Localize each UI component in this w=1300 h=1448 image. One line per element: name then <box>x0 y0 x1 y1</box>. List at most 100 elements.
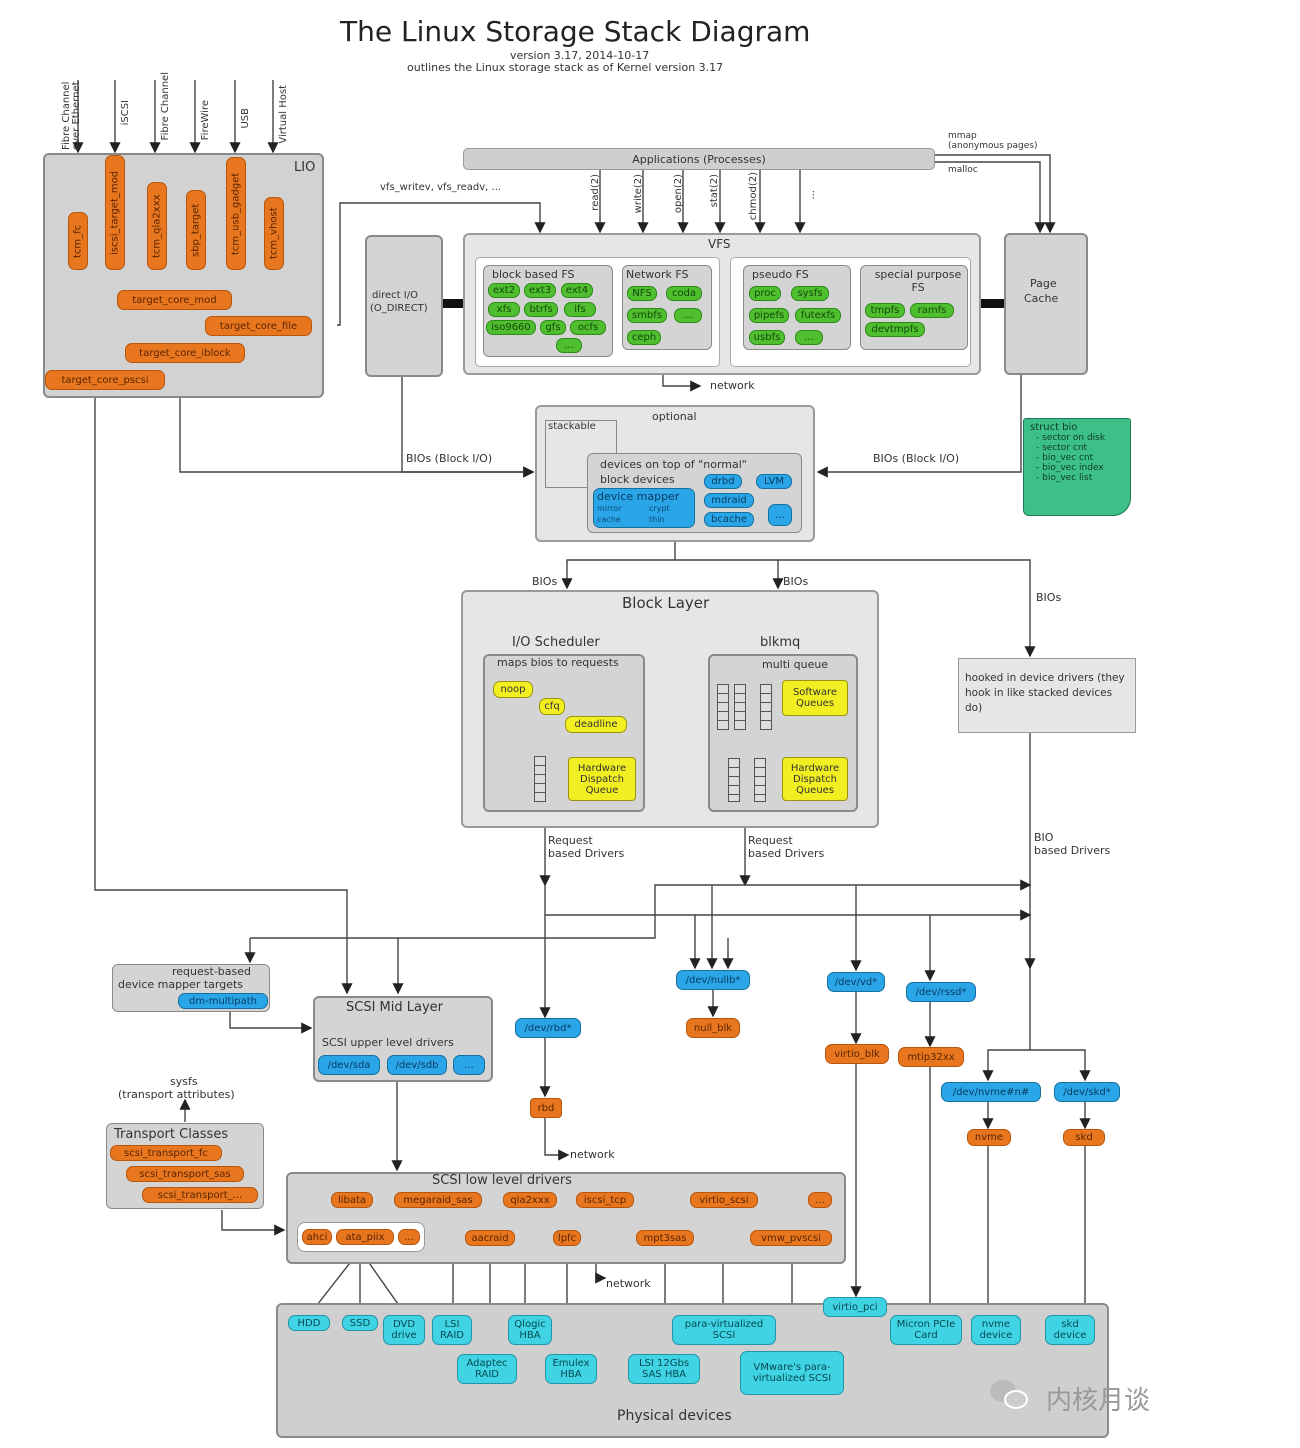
bcache-chip: bcache <box>704 512 754 527</box>
bios-label-3: BIOs <box>1036 591 1062 604</box>
sysfs-attr-label: (transport attributes) <box>118 1088 235 1101</box>
dev-skd-chip: /dev/skd* <box>1054 1082 1120 1102</box>
fs-pipefs: pipefs <box>749 308 789 323</box>
fs-smbfs: smbfs <box>627 308 667 323</box>
dev-nvme-chip: /dev/nvme#n# <box>941 1082 1041 1102</box>
fs-pseudo-more: ... <box>795 330 823 345</box>
fs-nfs: NFS <box>627 286 657 301</box>
fs-ext2: ext2 <box>488 283 520 298</box>
watermark-text: 内核月谈 <box>1046 1386 1151 1416</box>
device-ssd: SSD <box>342 1315 378 1331</box>
stackable-label: stackable <box>548 421 596 432</box>
network-fs-label: Network FS <box>626 268 689 281</box>
struct-bio-note: struct bio - sector on disk - sector cnt… <box>1023 418 1131 516</box>
ata-more-chip: ... <box>398 1229 420 1245</box>
device-lsi-sas-hba: LSI 12Gbs SAS HBA <box>628 1354 700 1384</box>
input-virtual-host-label: Virtual Host <box>278 85 289 144</box>
lio-module-iscsi-target-mod: iscsi_target_mod <box>105 155 125 270</box>
applications-bar: Applications (Processes) <box>463 148 935 170</box>
struct-bio-field: - bio_vec list <box>1036 473 1093 483</box>
input-firewire-label: FireWire <box>200 100 211 141</box>
device-adaptec-raid: Adaptec RAID <box>457 1354 517 1384</box>
lio-module-tcm-vhost: tcm_vhost <box>264 197 284 270</box>
device-mapper-chip: device mapper mirror crypt cache thin <box>593 488 695 528</box>
device-mapper-label: device mapper <box>597 490 680 503</box>
dm-crypt: crypt <box>649 504 670 513</box>
fs-futexfs: futexfs <box>795 308 841 323</box>
bios-block-io-left: BIOs (Block I/O) <box>406 452 493 465</box>
input-fibre-channel-label: Fibre Channel <box>160 72 171 141</box>
dev-sdb-chip: /dev/sdb <box>387 1055 447 1075</box>
diagram-title: The Linux Storage Stack Diagram <box>340 15 811 48</box>
target-core-file: target_core_file <box>205 316 312 336</box>
fs-gfs: gfs <box>540 320 566 335</box>
request-drivers-label: Request <box>548 834 593 847</box>
syscall-open: open(2) <box>673 174 684 214</box>
multi-queue-label: multi queue <box>762 658 829 671</box>
fs-sysfs: sysfs <box>791 286 829 301</box>
target-core-pscsi: target_core_pscsi <box>45 370 165 390</box>
syscall-chmod: chmod(2) <box>748 172 759 221</box>
fs-ifs: ifs <box>564 302 596 317</box>
dev-vd-chip: /dev/vd* <box>827 972 885 992</box>
direct-io-box <box>365 235 443 377</box>
lio-label: LIO <box>294 160 316 175</box>
deadline-chip: deadline <box>565 716 627 733</box>
dm-targets-label-2: device mapper targets <box>118 978 244 991</box>
device-emulex-hba: Emulex HBA <box>545 1354 597 1384</box>
lio-module-tcm-qla2xxx: tcm_qla2xxx <box>147 182 167 270</box>
dev-rbd-chip: /dev/rbd* <box>515 1018 581 1038</box>
fs-iso9660: iso9660 <box>486 320 536 335</box>
dev-sda-chip: /dev/sda <box>318 1055 380 1075</box>
scsi-transport-fc: scsi_transport_fc <box>110 1145 222 1161</box>
scsi-transport-sas: scsi_transport_sas <box>126 1166 244 1182</box>
page-cache-label: Page <box>1030 277 1057 290</box>
fs-ext4: ext4 <box>561 283 593 298</box>
device-vmware-pvscsi: VMware's para-virtualized SCSI <box>740 1351 844 1395</box>
fs-devtmpfs: devtmpfs <box>865 322 925 337</box>
io-scheduler-label: I/O Scheduler <box>512 635 600 650</box>
optional-more-chip: ... <box>768 504 792 526</box>
device-hdd: HDD <box>288 1315 330 1331</box>
block-fs-label: block based FS <box>492 268 575 281</box>
struct-bio-title: struct bio <box>1030 422 1078 433</box>
dm-cache: cache <box>597 515 621 524</box>
lvm-chip: LVM <box>756 474 792 489</box>
dm-targets-label: request-based <box>172 965 251 978</box>
syscall-read: read(2) <box>590 174 601 211</box>
blkmq-label: blkmq <box>760 635 801 650</box>
malloc-label: malloc <box>948 165 978 175</box>
maps-bios-label: maps bios to requests <box>497 656 619 669</box>
device-nvme: nvme device <box>971 1315 1021 1345</box>
target-core-iblock: target_core_iblock <box>125 343 245 363</box>
struct-bio-field: - bio_vec cnt <box>1036 453 1094 463</box>
syscall-stat: stat(2) <box>709 174 720 208</box>
wechat-icon <box>990 1380 1030 1410</box>
ahci-chip: ahci <box>302 1229 332 1245</box>
fs-ext3: ext3 <box>524 283 556 298</box>
scsi-low-level-label: SCSI low level drivers <box>432 1173 572 1188</box>
sw-queue-icon <box>760 684 772 730</box>
fs-ramfs: ramfs <box>910 303 954 318</box>
syscall-more: ... <box>806 190 817 200</box>
request-queue-icon <box>534 756 546 802</box>
scsi-mid-layer-label: SCSI Mid Layer <box>346 1000 444 1015</box>
mtip32xx-chip: mtip32xx <box>898 1047 964 1067</box>
fs-usbfs: usbfs <box>749 330 785 345</box>
block-layer-label: Block Layer <box>622 594 710 612</box>
request-drivers-label-b: Request <box>748 834 793 847</box>
device-para-virt-scsi: para-virtualized SCSI <box>672 1315 776 1345</box>
struct-bio-field: - sector on disk <box>1036 433 1106 443</box>
vmw-pvscsi-chip: vmw_pvscsi <box>750 1230 832 1246</box>
network-label-iscsi: network <box>606 1277 651 1290</box>
optional-label: optional <box>652 410 697 423</box>
stacked-devices-label-2: block devices <box>600 473 675 486</box>
device-dvd: DVD drive <box>383 1315 425 1345</box>
fs-ceph: ceph <box>627 330 661 345</box>
megaraid-sas-chip: megaraid_sas <box>394 1192 482 1208</box>
diagram-subtitle: outlines the Linux storage stack as of K… <box>407 61 724 74</box>
device-lsi-raid: LSI RAID <box>432 1315 472 1345</box>
sw-queue-icon <box>717 684 729 730</box>
iscsi-tcp-chip: iscsi_tcp <box>576 1192 634 1208</box>
fs-coda: coda <box>666 286 702 301</box>
